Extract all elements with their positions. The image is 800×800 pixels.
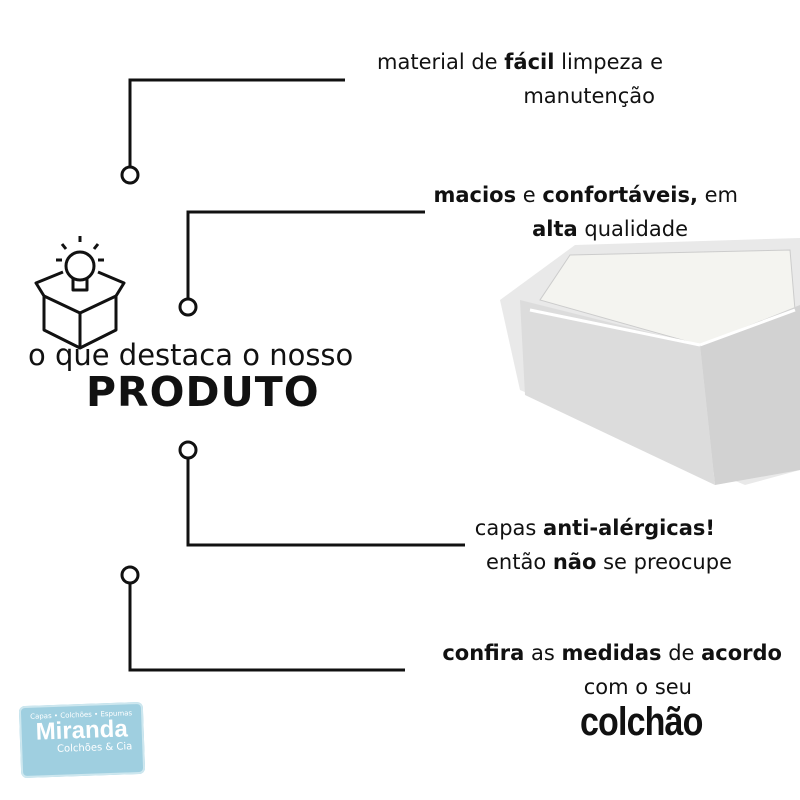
feature-4: confira as medidas de acordo com o seu [442,641,782,699]
connector-dot-1 [120,165,140,185]
mattress-image [500,238,800,485]
feature-3: capas anti-alérgicas! então não se preoc… [474,516,732,574]
connector-dot-4 [120,565,140,585]
colchao-text: colchão [580,700,703,744]
connector-1 [128,78,345,166]
lightbulb-box-icon [34,236,126,350]
connector-4 [128,584,405,672]
connector-2 [186,210,425,298]
feature-1: material de fácil limpeza e manutenção [377,50,663,108]
title-line-2: PRODUTO [86,368,320,416]
connector-3 [186,459,465,547]
title-line-1: o que destaca o nosso [28,338,354,372]
connector-dot-3 [178,440,198,460]
connector-dot-2 [178,297,198,317]
feature-2: macios e confortáveis, em alta qualidade [433,183,738,241]
brand-logo: Capas • Colchões • Espumas Miranda Colch… [18,701,146,779]
